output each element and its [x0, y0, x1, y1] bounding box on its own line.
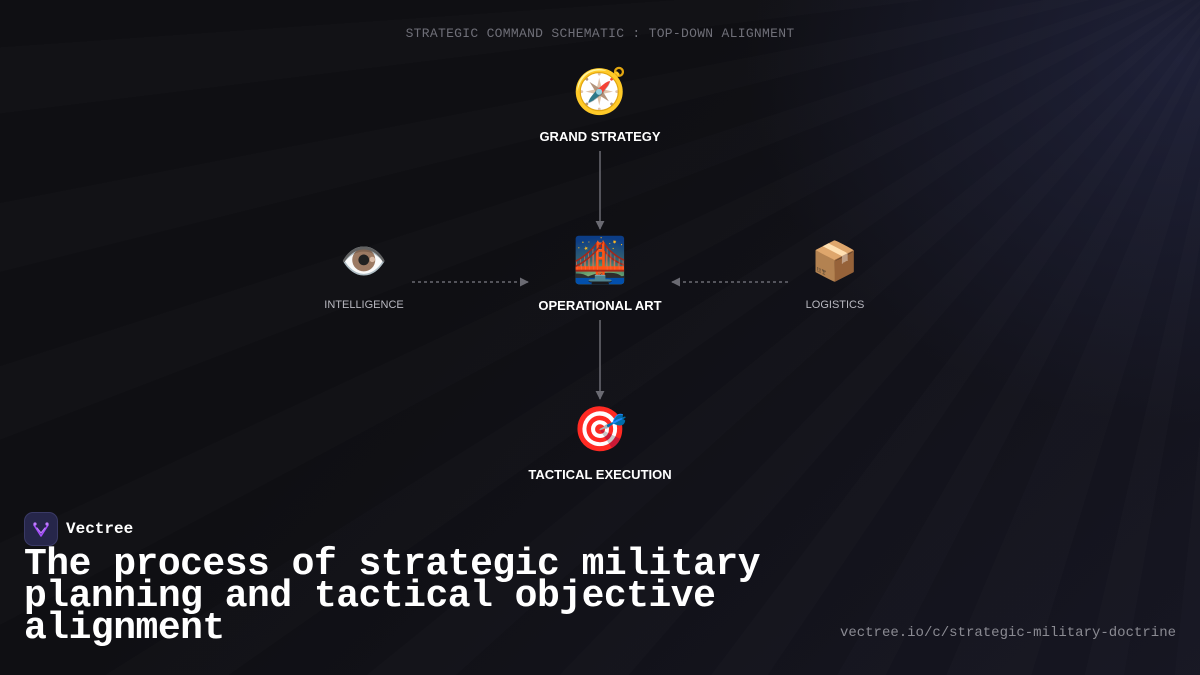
bridge-at-night-icon: 🌉	[572, 236, 628, 285]
brand: Vectree	[24, 512, 133, 546]
target-icon: 🎯	[572, 405, 628, 454]
node-operational-art: 🌉 OPERATIONAL ART	[500, 236, 700, 314]
node-grand-strategy: 🧭 GRAND STRATEGY	[500, 67, 700, 145]
headline: The process of strategic military planni…	[24, 543, 761, 650]
node-label: OPERATIONAL ART	[538, 298, 662, 313]
node-label: TACTICAL EXECUTION	[528, 467, 672, 482]
compass-icon: 🧭	[572, 67, 628, 116]
source-url[interactable]: vectree.io/c/strategic-military-doctrine	[839, 625, 1176, 641]
vectree-logo-icon	[24, 512, 58, 546]
node-label: LOGISTICS	[805, 299, 865, 311]
package-icon: 📦	[811, 241, 859, 283]
brand-name: Vectree	[66, 520, 134, 538]
node-intelligence: 👁️ INTELLIGENCE	[294, 243, 434, 311]
node-label: GRAND STRATEGY	[539, 129, 661, 144]
schematic-title: STRATEGIC COMMAND SCHEMATIC : TOP-DOWN A…	[405, 26, 795, 41]
node-tactical-execution: 🎯 TACTICAL EXECUTION	[500, 405, 700, 483]
eye-icon: 👁️	[340, 241, 388, 283]
node-logistics: 📦 LOGISTICS	[765, 243, 905, 311]
node-label: INTELLIGENCE	[324, 299, 404, 311]
